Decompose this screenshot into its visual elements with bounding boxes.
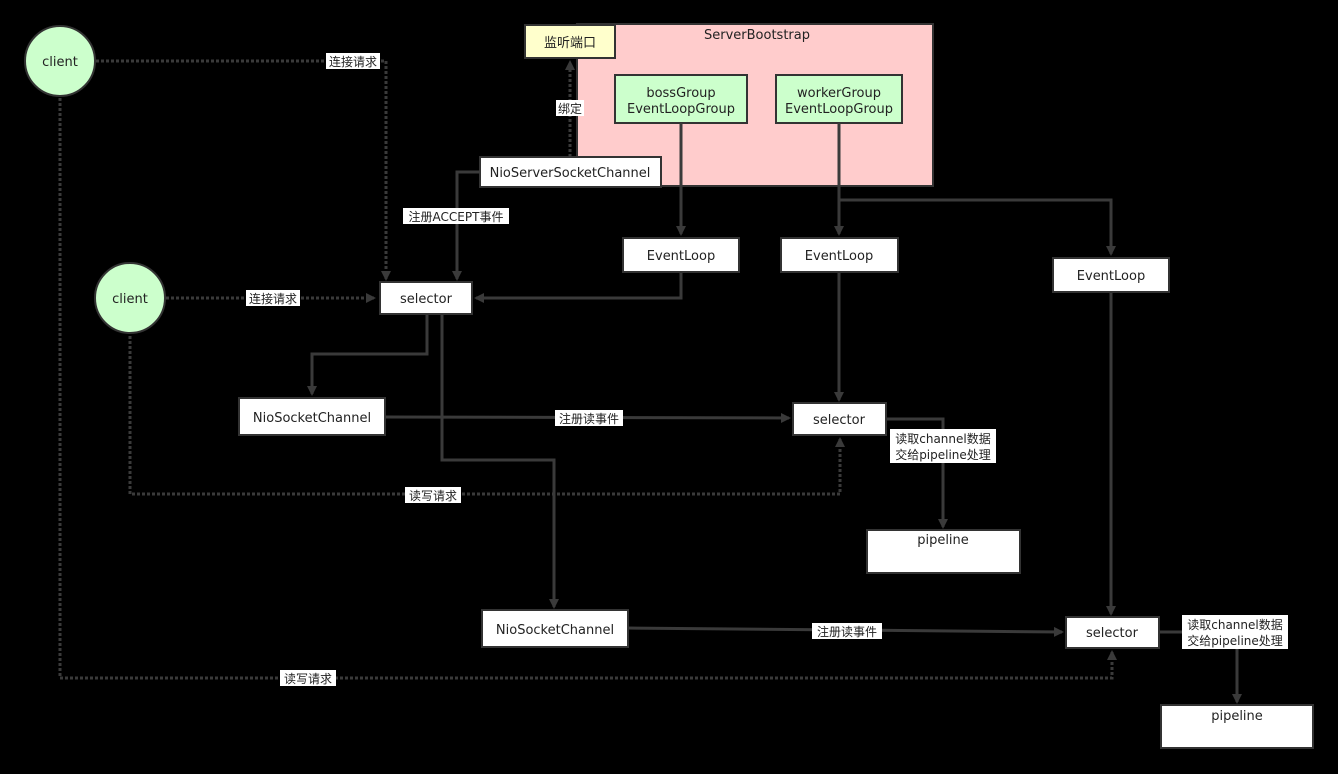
- worker-group-label-2: EventLoopGroup: [785, 102, 893, 117]
- nio-socket-channel-1-label: NioSocketChannel: [253, 411, 371, 426]
- selector-main-label: selector: [400, 292, 453, 307]
- client-mid-label: client: [112, 292, 148, 307]
- event-loop-worker-2-label: EventLoop: [1077, 269, 1145, 284]
- selector-main-node[interactable]: selector: [379, 281, 473, 315]
- listen-port-node[interactable]: 监听端口: [524, 24, 616, 59]
- client-top-node[interactable]: client: [24, 25, 96, 97]
- selector-worker-1-node[interactable]: selector: [792, 402, 887, 436]
- boss-group-label-2: EventLoopGroup: [627, 102, 735, 117]
- nio-server-socket-channel-node[interactable]: NioServerSocketChannel: [479, 156, 662, 188]
- label-register-accept: 注册ACCEPT事件: [403, 208, 509, 224]
- label-read-channel-1: 读取channel数据 交给pipeline处理: [890, 429, 996, 463]
- pipeline-2-node[interactable]: pipeline: [1160, 704, 1314, 749]
- label-register-read-2: 注册读事件: [812, 623, 882, 639]
- edge-read-write-2: [58, 98, 1117, 680]
- listen-port-label: 监听端口: [544, 36, 596, 51]
- label-read-write-1: 读写请求: [405, 487, 461, 503]
- selector-worker-2-node[interactable]: selector: [1065, 616, 1160, 649]
- label-connect-request-top: 连接请求: [326, 53, 380, 69]
- worker-group-label-1: workerGroup: [797, 86, 881, 101]
- event-loop-boss-node[interactable]: EventLoop: [622, 237, 740, 273]
- event-loop-worker-1-label: EventLoop: [805, 249, 873, 264]
- selector-worker-1-label: selector: [813, 413, 866, 428]
- edge-eventloop-selector: [474, 272, 683, 303]
- selector-worker-2-label: selector: [1086, 626, 1139, 641]
- nio-socket-channel-2-node[interactable]: NioSocketChannel: [481, 609, 629, 648]
- edge-register-accept: [452, 170, 480, 281]
- svg-text:注册ACCEPT事件: 注册ACCEPT事件: [409, 209, 504, 224]
- edge-selector-nsc2: [440, 315, 559, 609]
- server-bootstrap-label: ServerBootstrap: [704, 28, 810, 43]
- label-bind: 绑定: [556, 100, 584, 116]
- label-connect-request-mid: 连接请求: [246, 290, 300, 306]
- event-loop-worker-2-node[interactable]: EventLoop: [1052, 257, 1170, 293]
- pipeline-2-label: pipeline: [1211, 709, 1263, 724]
- svg-text:注册读事件: 注册读事件: [559, 411, 619, 426]
- svg-text:读写请求: 读写请求: [284, 672, 332, 686]
- svg-text:连接请求: 连接请求: [249, 291, 297, 306]
- label-read-write-2: 读写请求: [280, 670, 336, 686]
- svg-text:连接请求: 连接请求: [329, 54, 377, 69]
- edge-selector-pipeline-1: [886, 417, 948, 529]
- edge-client-top-connect: [96, 59, 391, 281]
- edge-read-write-1: [128, 336, 845, 496]
- edge-selector-nsc1: [307, 315, 429, 396]
- boss-group-node[interactable]: bossGroup EventLoopGroup: [614, 74, 748, 124]
- boss-group-label-1: bossGroup: [646, 86, 715, 101]
- client-mid-node[interactable]: client: [94, 262, 166, 334]
- pipeline-1-label: pipeline: [917, 533, 969, 548]
- svg-text:绑定: 绑定: [558, 101, 582, 116]
- svg-text:交给pipeline处理: 交给pipeline处理: [1187, 633, 1283, 648]
- svg-text:注册读事件: 注册读事件: [817, 624, 877, 639]
- label-read-channel-2: 读取channel数据 交给pipeline处理: [1182, 615, 1288, 649]
- nio-socket-channel-1-node[interactable]: NioSocketChannel: [238, 397, 386, 436]
- svg-text:读取channel数据: 读取channel数据: [1187, 617, 1283, 632]
- label-register-read-1: 注册读事件: [555, 410, 623, 426]
- event-loop-worker-1-node[interactable]: EventLoop: [780, 237, 899, 273]
- svg-text:交给pipeline处理: 交给pipeline处理: [895, 447, 991, 462]
- edge-worker-eventloop-2: [839, 198, 1116, 256]
- svg-text:读写请求: 读写请求: [409, 489, 457, 503]
- worker-group-node[interactable]: workerGroup EventLoopGroup: [775, 74, 903, 124]
- svg-text:读取channel数据: 读取channel数据: [895, 431, 991, 446]
- nio-socket-channel-2-label: NioSocketChannel: [496, 623, 614, 638]
- client-top-label: client: [42, 55, 78, 70]
- pipeline-1-node[interactable]: pipeline: [866, 529, 1021, 574]
- event-loop-boss-label: EventLoop: [647, 249, 715, 264]
- nio-server-socket-channel-label: NioServerSocketChannel: [490, 166, 651, 181]
